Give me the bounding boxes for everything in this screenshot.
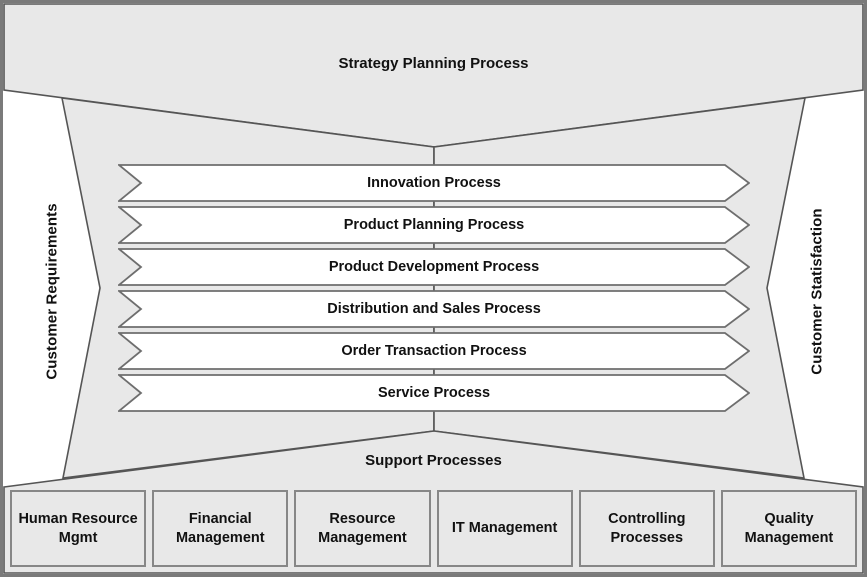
core-process-row[interactable]: Service Process xyxy=(118,374,750,412)
chevron-arrow-icon xyxy=(118,206,750,244)
core-process-label: Product Development Process xyxy=(328,259,540,275)
chevron-arrow-icon xyxy=(118,374,750,412)
support-process-label: Human Resource Mgmt xyxy=(18,510,138,546)
support-process-box[interactable]: Quality Management xyxy=(720,490,858,567)
chevron-arrow-icon xyxy=(118,290,750,328)
support-process-box[interactable]: IT Management xyxy=(436,490,573,567)
core-process-row[interactable]: Order Transaction Process xyxy=(118,332,750,370)
support-process-list: Human Resource Mgmt Financial Management… xyxy=(10,490,858,567)
support-process-label: Quality Management xyxy=(744,510,834,546)
customer-satisfaction-label: Customer Statisfaction xyxy=(808,208,826,375)
support-process-box[interactable]: Financial Management xyxy=(152,490,289,567)
support-process-box[interactable]: Controlling Processes xyxy=(578,490,715,567)
support-process-label: IT Management xyxy=(451,520,558,536)
support-process-box[interactable]: Resource Management xyxy=(294,490,431,567)
core-process-label: Service Process xyxy=(377,385,491,401)
support-processes-label: Support Processes xyxy=(365,452,502,469)
core-process-label: Distribution and Sales Process xyxy=(327,301,541,317)
core-process-row[interactable]: Product Planning Process xyxy=(118,206,750,244)
customer-requirements-label: Customer Requirements xyxy=(43,203,61,380)
core-process-chain: Innovation Process Product Planning Proc… xyxy=(118,164,750,416)
core-process-row[interactable]: Product Development Process xyxy=(118,248,750,286)
support-process-box[interactable]: Human Resource Mgmt xyxy=(10,490,147,567)
core-process-label: Innovation Process xyxy=(367,175,501,191)
core-process-label: Product Planning Process xyxy=(343,217,525,233)
core-process-row[interactable]: Distribution and Sales Process xyxy=(118,290,750,328)
chevron-arrow-icon xyxy=(118,332,750,370)
core-process-row[interactable]: Innovation Process xyxy=(118,164,750,202)
strategy-planning-process-label: Strategy Planning Process xyxy=(338,55,529,72)
chevron-arrow-icon xyxy=(118,164,750,202)
chevron-arrow-icon xyxy=(118,248,750,286)
core-process-label: Order Transaction Process xyxy=(341,343,527,359)
support-process-label: Resource Management xyxy=(318,510,407,546)
support-process-label: Financial Management xyxy=(175,510,265,546)
support-process-label: Controlling Processes xyxy=(608,510,686,546)
